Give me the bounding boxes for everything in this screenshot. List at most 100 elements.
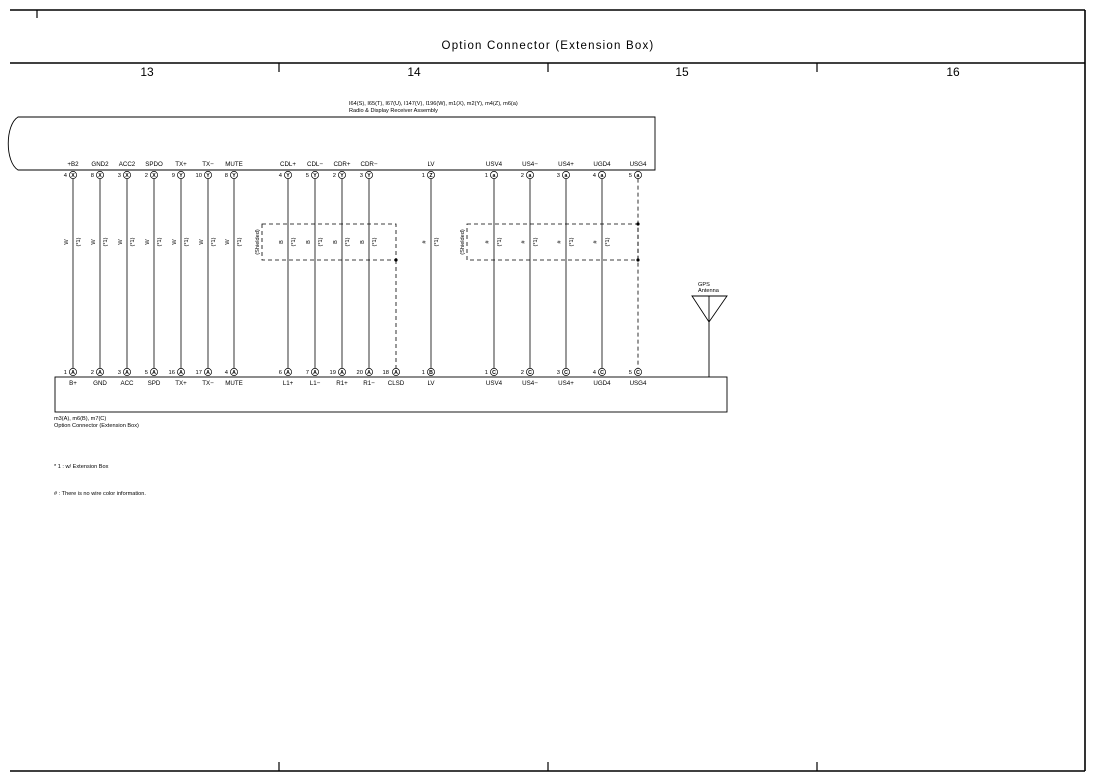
bottom-connector-letter: A [232,370,236,376]
top-connector-circle [526,171,534,179]
wire-note: (*1) [372,237,378,246]
wire-color-code: B [279,240,285,244]
top-pin-number: 2 [521,173,524,179]
shield-label-usb: (Shielded) [460,229,466,255]
top-terminal-label: USV4 [486,161,503,168]
top-connector-circle [311,171,319,179]
top-pin-number: 8 [225,173,228,179]
top-connector-letter: Y [367,173,371,179]
wire-note: (*1) [291,237,297,246]
top-connector-letter: a [493,173,496,179]
bottom-component-box [54,376,728,413]
top-connector-letter: Y [313,173,317,179]
top-connector-letter: Y [179,173,183,179]
wire-note: (*1) [345,237,351,246]
top-connector-circle [634,171,642,179]
bottom-pin-number: 4 [593,370,597,376]
bottom-pin-number: 16 [169,370,175,376]
top-pin-number: 5 [306,173,309,179]
bottom-connector-letter: C [492,370,496,376]
bottom-pin-number: 2 [521,370,524,376]
bottom-connector-letter: A [286,370,290,376]
bottom-connector-letter: A [71,370,75,376]
top-pin-number: 9 [172,173,175,179]
bottom-terminal-label: R1+ [336,380,348,387]
bottom-terminal-label: LV [427,380,435,387]
shield-box-audio [261,223,397,261]
top-connector-circle [123,171,131,179]
bottom-terminal-label: SPD [148,380,161,387]
bottom-connector-letter: B [429,370,433,376]
bottom-pin-number: 1 [485,370,488,376]
top-connector-circle [96,171,104,179]
bottom-connector-letter: C [600,370,604,376]
bottom-connector-letter: A [125,370,129,376]
bottom-connector-letter: A [152,370,156,376]
top-pin-number: 1 [485,173,488,179]
top-pin-number: 10 [196,173,202,179]
wire-note: (*1) [605,237,611,246]
top-connector-circle [598,171,606,179]
bottom-connector-circle [526,368,534,376]
page-title: Option Connector (Extension Box) [442,40,655,52]
wire-color-code: # [521,240,527,244]
top-connector-circle [490,171,498,179]
bottom-connector-circle [490,368,498,376]
bottom-connector-letter: C [564,370,568,376]
clsd-terminal: 18 A CLSD [383,368,405,387]
wire-color-code: B [306,240,312,244]
top-terminal-label: TX− [202,161,214,168]
column-number-15: 15 [675,65,689,79]
top-terminal-label: CDR+ [333,161,350,168]
top-terminal-label: +B2 [67,161,79,168]
top-connector-letter: Y [232,173,236,179]
shield-box-usb [466,223,639,261]
wire-note: (*1) [434,237,440,246]
bottom-terminal-label: MUTE [225,380,243,387]
bottom-pin-number: 6 [279,370,282,376]
top-connector-letter: Y [340,173,344,179]
bottom-terminal-label: US4+ [558,380,574,387]
bottom-terminal-label: USG4 [630,380,647,387]
wire-color-code: W [145,239,151,245]
bottom-connector-circle [96,368,104,376]
shield-label-audio: (Shielded) [255,229,261,255]
antenna-icon [691,295,728,377]
top-connector-letter: a [529,173,532,179]
wire-note: (*1) [237,237,243,246]
bottom-connector-circle [150,368,158,376]
top-terminal-label: UGD4 [593,161,611,168]
top-pin-number: 3 [557,173,560,179]
wire-color-code: # [422,240,428,244]
shield-junction-audio [394,258,398,262]
wire-note: (*1) [130,237,136,246]
wire-color-code: B [360,240,366,244]
bottom-connector-circle [634,368,642,376]
bottom-connector-circle [365,368,373,376]
bottom-terminal-label: L1+ [283,380,294,387]
bottom-terminal-label: TX− [202,380,214,387]
top-terminal-label: US4+ [558,161,574,168]
bottom-connector-letter: A [340,370,344,376]
bottom-pin-number: 19 [330,370,336,376]
column-number-13: 13 [140,65,154,79]
top-terminal-label: TX+ [175,161,187,168]
bottom-pin-number: 5 [629,370,632,376]
bottom-connector-letter: A [98,370,102,376]
wire-color-code: W [225,239,231,245]
bottom-connector-circle [562,368,570,376]
bottom-connector-circle [69,368,77,376]
top-pin-number: 5 [629,173,632,179]
top-connector-letter: a [565,173,568,179]
shield-junction-usb-bottom [636,258,640,262]
wire-color-code: # [485,240,491,244]
top-connector-letter: X [152,173,156,179]
